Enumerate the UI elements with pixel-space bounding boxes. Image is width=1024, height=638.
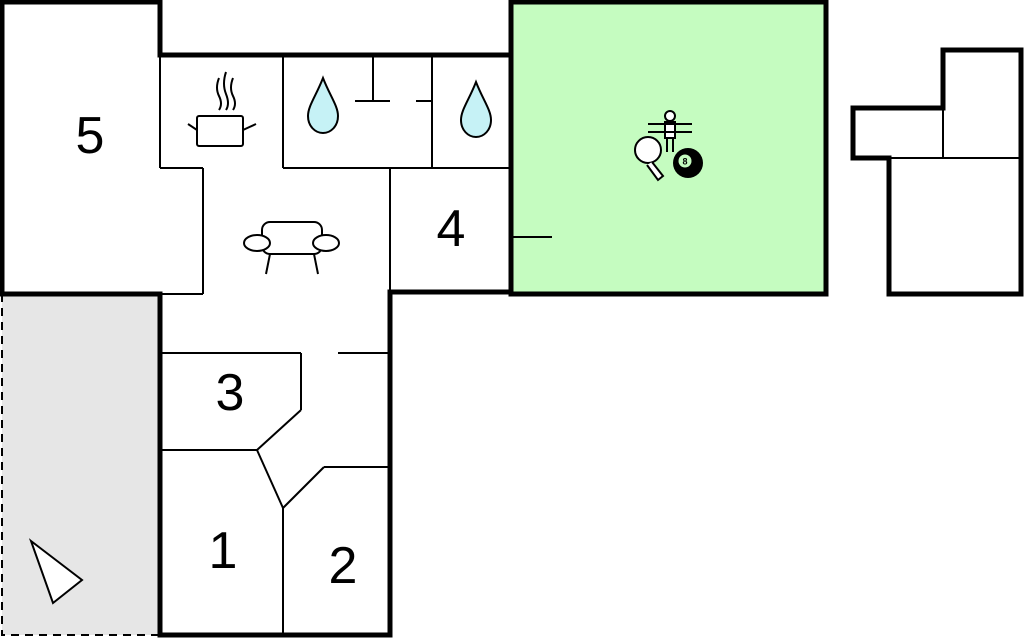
sofa-icon	[243, 221, 340, 275]
water-drop-icon	[306, 75, 340, 135]
room-4-label: 4	[437, 200, 466, 258]
interior-walls	[159, 55, 552, 635]
table-football-icon	[648, 110, 692, 152]
annex-inner-walls	[889, 108, 1021, 159]
terrace	[2, 294, 160, 635]
room-2-label: 2	[329, 537, 358, 595]
room-3-label: 3	[216, 364, 245, 422]
activity-room	[508, 0, 829, 297]
water-drop-icon	[459, 79, 493, 139]
room-5-label: 5	[76, 107, 105, 165]
table-tennis-icon	[634, 136, 665, 182]
room-1-label: 1	[209, 522, 238, 580]
billiards-ball-icon: 8	[673, 148, 703, 178]
annex-building	[850, 47, 1024, 297]
terrace-dashed-border	[1, 294, 160, 636]
billiards-ball-number: 8	[682, 157, 687, 167]
compass-arrow-icon	[28, 538, 84, 605]
cooking-pot-icon	[187, 71, 257, 147]
room-5-wall	[2, 291, 163, 297]
